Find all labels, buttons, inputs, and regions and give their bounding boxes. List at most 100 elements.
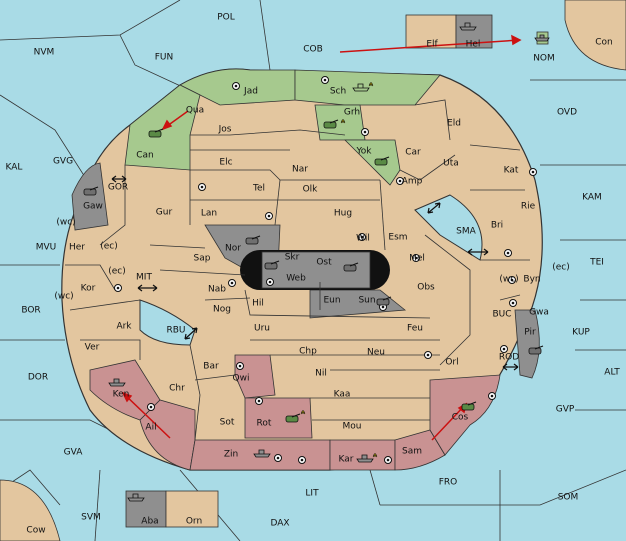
fleet-icon[interactable] bbox=[459, 22, 477, 31]
army-icon[interactable] bbox=[148, 128, 164, 138]
land-label: Wil bbox=[356, 234, 370, 244]
army-icon[interactable] bbox=[343, 262, 359, 272]
land-label: Neu bbox=[367, 348, 385, 358]
grey-territories bbox=[71, 162, 540, 379]
land-label: Her bbox=[69, 243, 85, 253]
land-label: Gaw bbox=[83, 202, 103, 212]
land-label: Tel bbox=[252, 184, 265, 194]
army-icon[interactable] bbox=[528, 345, 544, 355]
fleet-icon[interactable] bbox=[253, 449, 271, 458]
army-icon[interactable] bbox=[83, 186, 99, 196]
land-label: Nar bbox=[292, 165, 308, 175]
army-icon[interactable] bbox=[285, 409, 306, 423]
army-icon[interactable] bbox=[245, 235, 261, 245]
land-label: Chr bbox=[169, 384, 185, 394]
land-label: Olk bbox=[303, 185, 319, 195]
sea-label-nom: NOM bbox=[533, 54, 555, 64]
region-con-island bbox=[564, 0, 626, 71]
sea-label-sma: SMA bbox=[456, 227, 476, 237]
land-label: Hug bbox=[334, 209, 352, 219]
land-label: Byn bbox=[523, 275, 540, 285]
land-label: Gwa bbox=[529, 308, 549, 318]
land-label: Kor bbox=[81, 284, 96, 294]
land-label: Kaa bbox=[334, 390, 351, 400]
land-label: Amp bbox=[402, 177, 423, 187]
land-borders bbox=[65, 99, 530, 441]
land-label: Hel bbox=[466, 40, 481, 50]
army-icon[interactable] bbox=[374, 156, 390, 166]
fleet-icon[interactable] bbox=[352, 81, 374, 92]
land-label: Jad bbox=[243, 87, 258, 97]
sea-label-gor: GOR bbox=[108, 183, 128, 193]
coast-tag: (ec) bbox=[552, 263, 570, 273]
fleet-icon[interactable] bbox=[356, 452, 378, 463]
land-label: Jos bbox=[218, 125, 232, 135]
sea-label-nvm: NVM bbox=[34, 48, 55, 58]
land-label: Hil bbox=[252, 299, 264, 309]
sea-label-lit: LIT bbox=[305, 489, 319, 499]
land-label: Feu bbox=[407, 324, 423, 334]
coast-tag: (wc) bbox=[56, 218, 75, 228]
land-label: Qua bbox=[186, 106, 204, 116]
sea-label-svm: SVM bbox=[81, 513, 101, 523]
sea-label-alt: ALT bbox=[604, 368, 620, 378]
land-label: Aba bbox=[141, 517, 158, 527]
coast-tag: (ec) bbox=[100, 242, 118, 252]
land-label: Elf bbox=[426, 40, 438, 50]
land-label: Ver bbox=[85, 343, 100, 353]
land-label: Gur bbox=[156, 208, 173, 218]
land-label: Ost bbox=[316, 258, 332, 268]
land-label: Eld bbox=[447, 119, 461, 129]
land-label: Esm bbox=[388, 233, 407, 243]
fleet-icon[interactable] bbox=[127, 493, 145, 502]
land-label: Chp bbox=[299, 347, 317, 357]
army-icon[interactable] bbox=[264, 260, 280, 270]
fleet-icon[interactable] bbox=[108, 378, 126, 387]
coast-tag: (wc) bbox=[54, 292, 73, 302]
impassable-inner bbox=[261, 251, 371, 289]
land-label: Uru bbox=[254, 324, 270, 334]
land-label: Cos bbox=[452, 413, 469, 423]
land-label: Nor bbox=[225, 244, 241, 254]
coast-tag: (wc) bbox=[499, 275, 518, 285]
sea-label-dax: DAX bbox=[270, 519, 289, 529]
fleet-icon[interactable] bbox=[534, 34, 550, 42]
sea-label-rod: ROD bbox=[499, 353, 519, 363]
land-label: Rot bbox=[257, 419, 272, 429]
land-label: Nog bbox=[213, 305, 231, 315]
land-label: Sch bbox=[330, 87, 346, 97]
canal-connectors bbox=[111, 175, 519, 371]
land-label: Sap bbox=[194, 254, 211, 264]
sea-label-fro: FRO bbox=[439, 478, 458, 488]
land-labels: Jad Sch Qua Jos Grh Eld Can Yok Car Elc … bbox=[69, 40, 549, 527]
sea-label-mvu: MVU bbox=[36, 243, 57, 253]
sea-label-dor: DOR bbox=[28, 373, 48, 383]
islands bbox=[125, 14, 549, 528]
land-label: Nab bbox=[208, 285, 226, 295]
land-label: Elc bbox=[219, 158, 232, 168]
army-icon[interactable] bbox=[461, 401, 477, 411]
sea-label-fun: FUN bbox=[155, 53, 174, 63]
land-label: Sam bbox=[402, 447, 422, 457]
land-label: Uta bbox=[443, 159, 459, 169]
sea-label-ovd: OVD bbox=[557, 108, 577, 118]
sea-label-som: SOM bbox=[558, 493, 579, 503]
land-label: Car bbox=[405, 148, 421, 158]
land-label: Rie bbox=[521, 202, 536, 212]
land-label: Bri bbox=[491, 221, 503, 231]
land-label: Mel bbox=[409, 254, 425, 264]
land-label: Lan bbox=[201, 209, 217, 219]
land-label: Orn bbox=[186, 517, 202, 527]
sea-label-pol: POL bbox=[217, 13, 235, 23]
land-label: Mou bbox=[343, 422, 362, 432]
sea-labels: POL NVM FUN COB Con NOM OVD KAL GVG KAM … bbox=[6, 13, 621, 536]
sea-label-cob: COB bbox=[303, 45, 323, 55]
land-label: Kat bbox=[504, 166, 519, 176]
land-label: Web bbox=[286, 274, 306, 284]
army-icon[interactable] bbox=[376, 296, 392, 306]
army-icon[interactable] bbox=[323, 118, 346, 129]
land-label: Ken bbox=[113, 390, 130, 400]
land-label: Ail bbox=[145, 423, 156, 433]
